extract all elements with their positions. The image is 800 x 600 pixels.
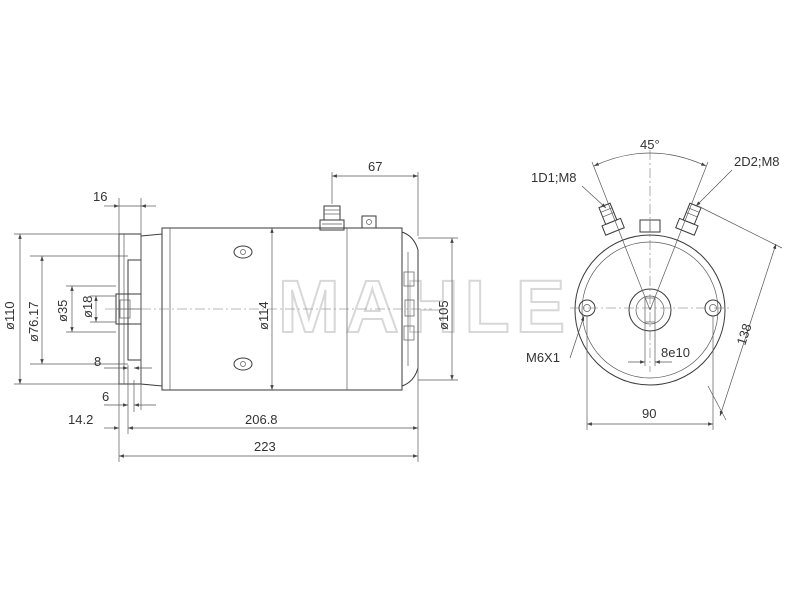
body-screw-bottom — [233, 357, 253, 371]
dim-len-14-2: 14.2 — [68, 412, 93, 427]
dim-angle-45: 45° — [640, 137, 660, 152]
dim-len-16: 16 — [93, 189, 107, 204]
dim-dia-114: ø114 — [256, 301, 271, 330]
dim-dia-105: ø105 — [436, 300, 451, 330]
dim-dia-110: ø110 — [2, 301, 17, 330]
label-bolt-m6x1: M6X1 — [526, 350, 560, 365]
terminal-bracket — [361, 215, 377, 229]
shaft-spigot — [115, 259, 142, 361]
terminal-d2 — [675, 202, 702, 236]
front-end-cap — [140, 233, 163, 387]
body-screw-top — [233, 245, 253, 259]
dim-len-67: 67 — [368, 159, 382, 174]
dim-diag-138: 138 — [734, 322, 755, 347]
side-view: ø110 ø76.17 ø35 ø18 16 8 6 14.2 206.8 22… — [2, 159, 458, 462]
dim-len-8: 8 — [94, 354, 101, 369]
dim-width-90: 90 — [642, 406, 656, 421]
label-terminal-2d2: 2D2;M8 — [734, 154, 780, 169]
label-terminal-1d1: 1D1;M8 — [531, 170, 577, 185]
dim-len-223: 223 — [254, 439, 276, 454]
terminal-stud — [319, 205, 345, 231]
mahle-watermark: MAHLE — [278, 265, 571, 348]
end-view: 45° 1D1;M8 2D2;M8 M6X1 8e10 90 138 — [526, 137, 783, 430]
dim-dia-18: ø18 — [80, 296, 95, 318]
dim-len-206-8: 206.8 — [245, 412, 278, 427]
dim-dia-76-17: ø76.17 — [26, 302, 41, 342]
dim-len-6: 6 — [102, 389, 109, 404]
label-shaft-8e10: 8e10 — [661, 345, 690, 360]
dim-dia-35: ø35 — [55, 300, 70, 322]
